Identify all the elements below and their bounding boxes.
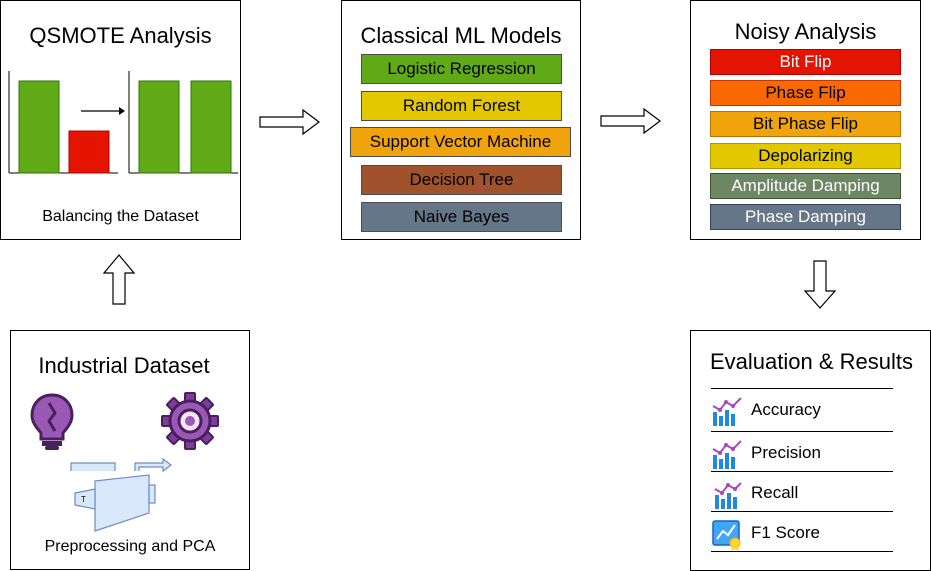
minority-bar	[68, 130, 110, 174]
balance-illustration	[8, 71, 238, 174]
metric-precision: Precision	[711, 431, 893, 471]
arrow-down	[804, 260, 836, 309]
lightbulb-icon	[30, 393, 74, 450]
metric-label: Accuracy	[751, 400, 821, 419]
model-random-forest: Random Forest	[361, 91, 562, 121]
chart-icon	[712, 397, 742, 426]
model-naive-bayes: Naive Bayes	[361, 202, 562, 232]
arrow-up	[103, 254, 135, 305]
qsmote-title: QSMOTE Analysis	[29, 23, 212, 48]
dataset-box: Industrial Dataset	[10, 330, 250, 570]
metric-f1-score: F1 Score	[711, 511, 893, 551]
noise-phase-damping: Phase Damping	[710, 204, 901, 230]
balanced-bar-2	[190, 80, 232, 174]
evaluation-box: Evaluation & Results Accuracy Precision …	[690, 330, 931, 571]
svg-text:T: T	[81, 495, 86, 504]
chart-icon	[714, 482, 742, 509]
metric-label: Recall	[751, 483, 799, 502]
models-title: Classical ML Models	[360, 23, 562, 48]
evaluation-title: Evaluation & Results	[710, 349, 913, 374]
noise-depolarizing: Depolarizing	[710, 143, 901, 169]
qsmote-caption: Balancing the Dataset	[42, 208, 199, 225]
qsmote-box: QSMOTE Analysis Balancing the Dataset	[0, 0, 241, 240]
metric-accuracy: Accuracy	[711, 388, 893, 428]
noisy-box: Noisy Analysis Bit Flip Phase Flip Bit P…	[690, 0, 921, 240]
metric-bottom-line	[711, 551, 893, 552]
certificate-icon	[712, 520, 741, 551]
balanced-bar-1	[138, 80, 180, 174]
chart-icon	[712, 440, 742, 469]
compressor-icon: T	[70, 457, 172, 532]
arrow-right-1	[259, 108, 320, 136]
model-logistic-regression: Logistic Regression	[361, 54, 562, 84]
model-decision-tree: Decision Tree	[361, 165, 562, 195]
majority-bar	[18, 80, 60, 174]
dataset-title: Industrial Dataset	[38, 353, 210, 378]
metric-label: F1 Score	[751, 523, 820, 542]
noise-bit-flip: Bit Flip	[710, 49, 901, 75]
gear-icon	[161, 392, 219, 450]
noise-phase-flip: Phase Flip	[710, 80, 901, 106]
models-box: Classical ML Models Logistic Regression …	[341, 0, 581, 240]
metric-label: Precision	[751, 443, 821, 462]
arrow-right-2	[600, 107, 661, 135]
dataset-caption: Preprocessing and PCA	[44, 538, 216, 555]
noisy-title: Noisy Analysis	[734, 19, 877, 44]
noise-bit-phase-flip: Bit Phase Flip	[710, 111, 901, 137]
model-svm: Support Vector Machine	[350, 127, 571, 157]
noise-amplitude-damping: Amplitude Damping	[710, 173, 901, 199]
metric-recall: Recall	[711, 471, 893, 511]
